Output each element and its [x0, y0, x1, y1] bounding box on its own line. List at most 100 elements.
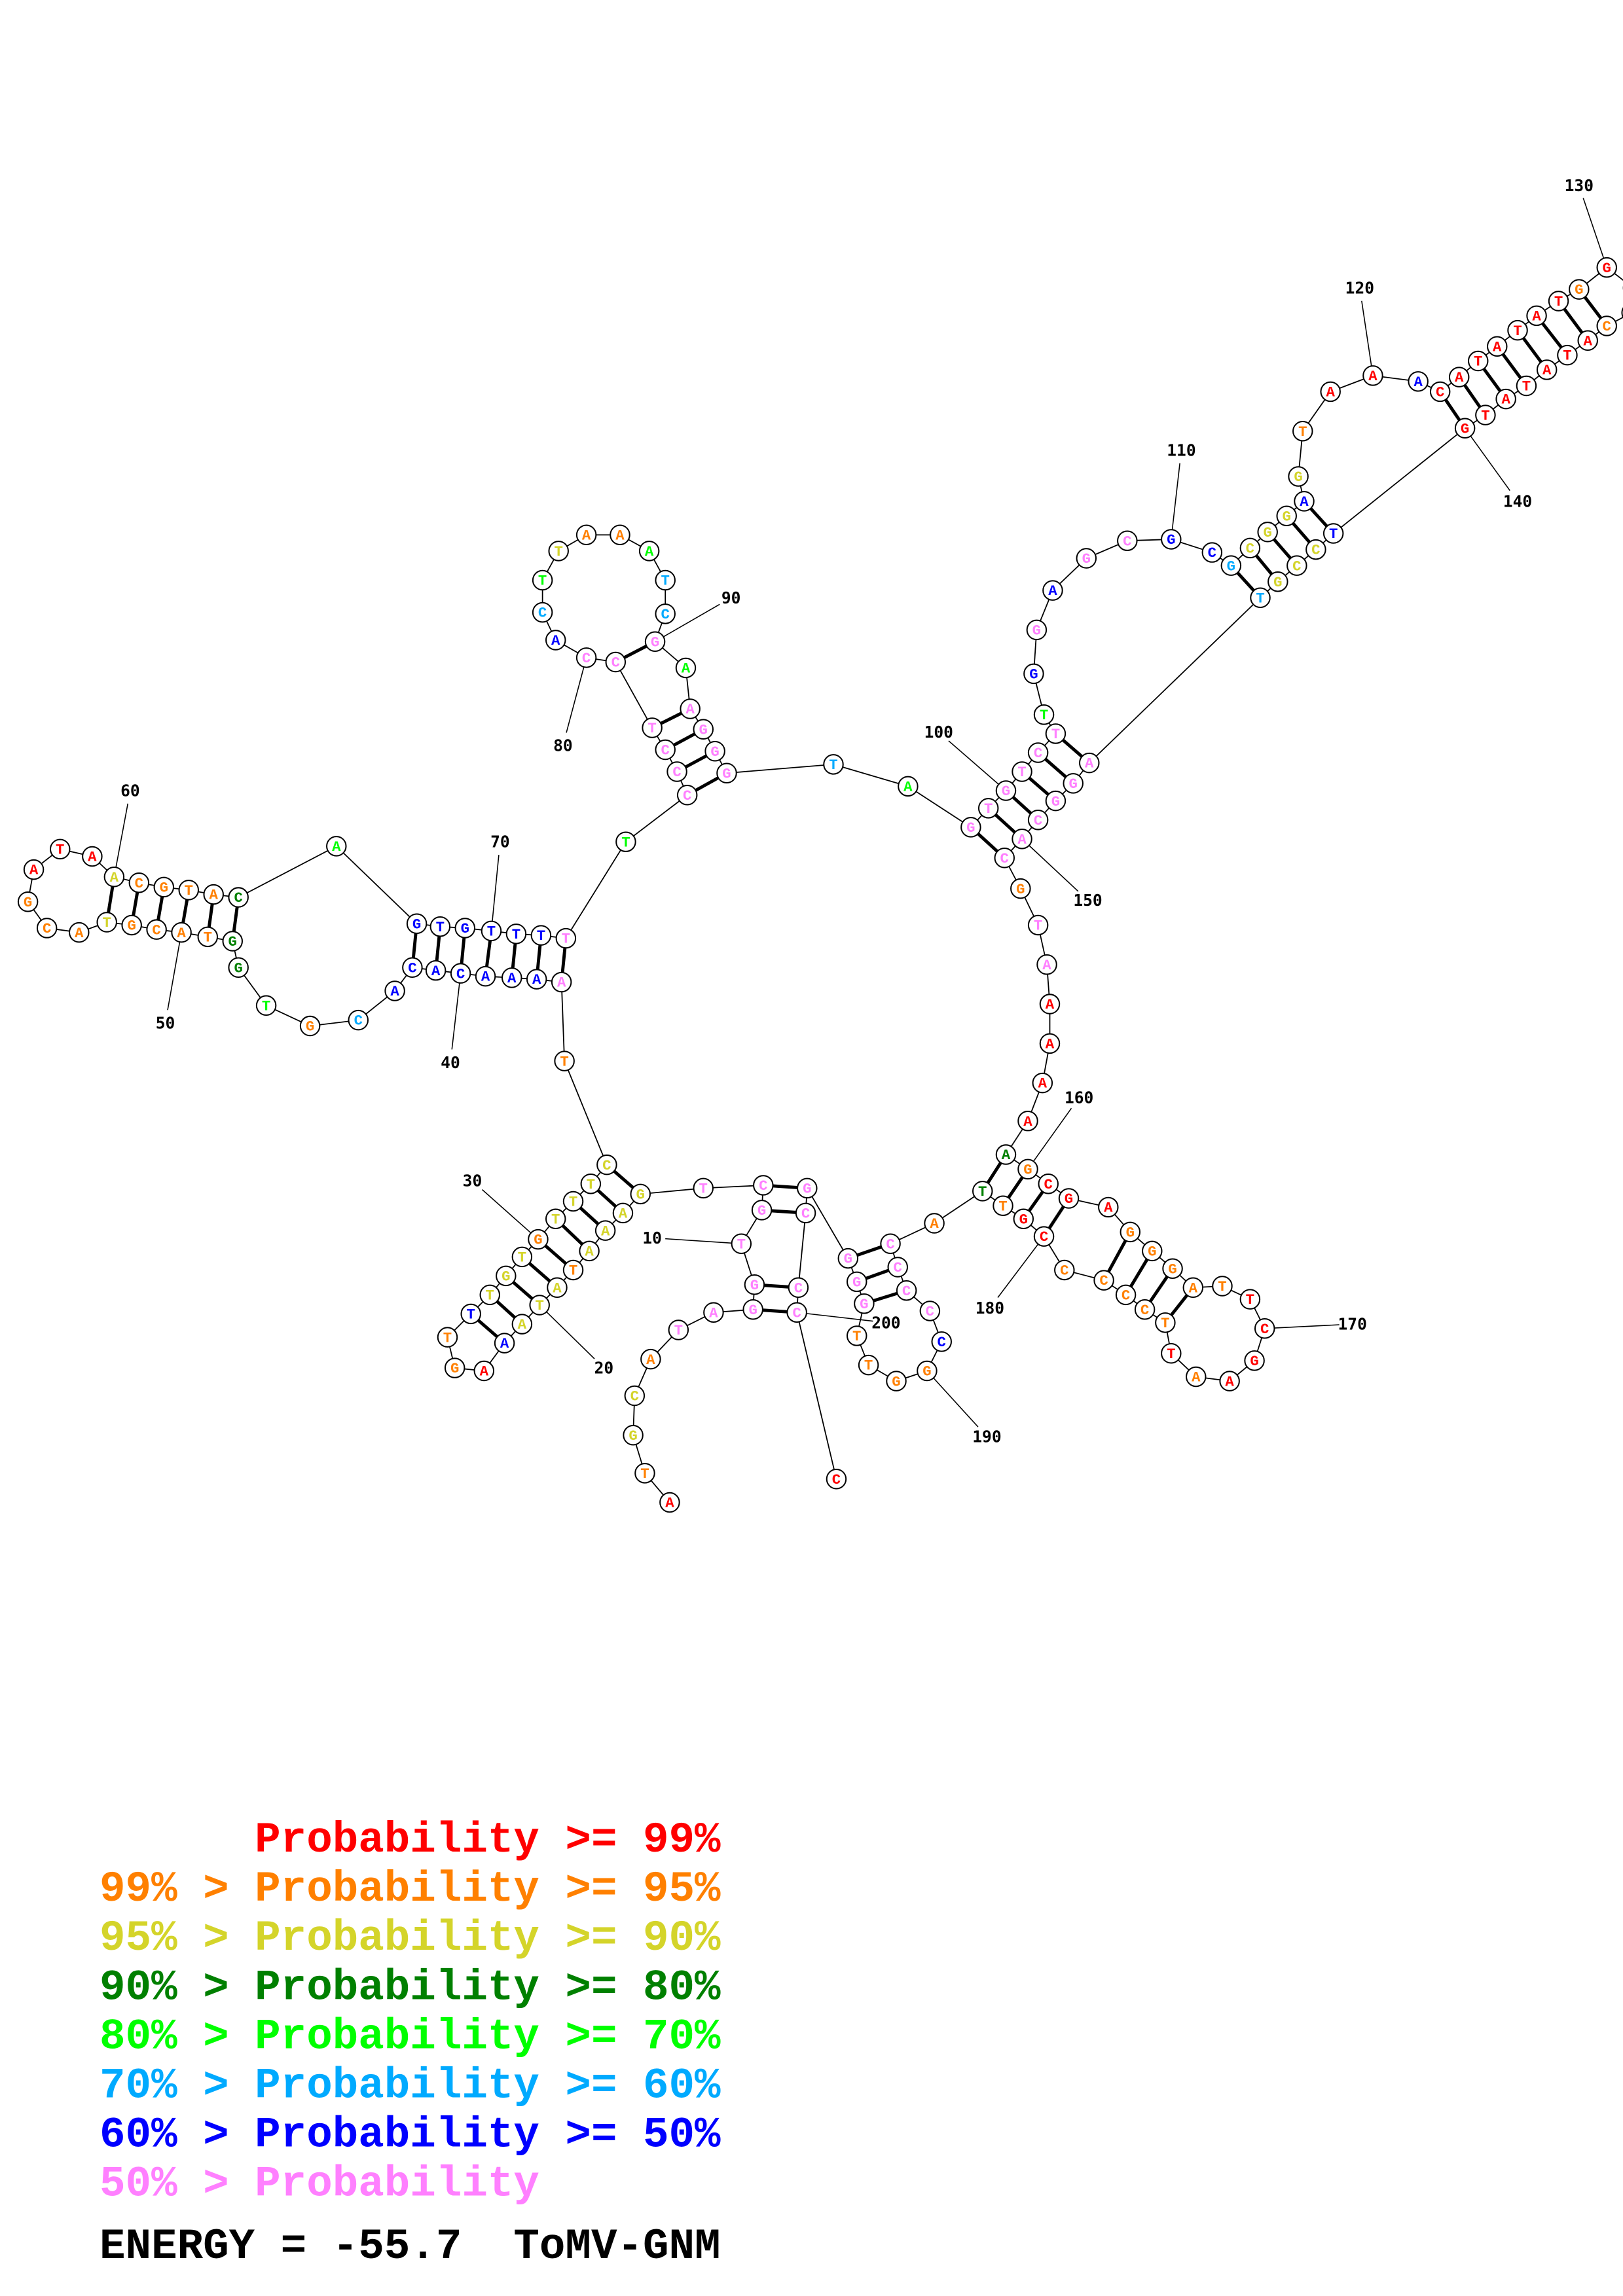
nucleotide: A	[575, 524, 597, 546]
nucleotide-circle	[880, 1233, 901, 1255]
nucleotide: C	[676, 784, 698, 806]
position-label: 70	[490, 833, 510, 852]
nucleotide-base: C	[672, 764, 681, 781]
nucleotide: T	[197, 926, 219, 948]
nucleotide-circle	[642, 717, 663, 738]
nucleotide-circle	[1013, 1208, 1034, 1230]
nucleotide-circle	[931, 1331, 952, 1352]
nucleotide-circle	[605, 651, 627, 673]
nucleotide-circle	[675, 657, 697, 679]
nucleotide-base: C	[894, 1259, 902, 1276]
nucleotide-circle	[1239, 1289, 1261, 1310]
nucleotide: A	[103, 867, 125, 888]
nucleotide-base: A	[1326, 384, 1336, 401]
nucleotide: A	[612, 1202, 634, 1224]
nucleotide-base: T	[569, 1263, 577, 1280]
nucleotide-circle	[326, 836, 347, 857]
nucleotide: C	[753, 1175, 774, 1196]
nucleotide-circle	[693, 1177, 714, 1199]
nucleotide-base: C	[938, 1334, 946, 1351]
nucleotide: A	[924, 1213, 945, 1234]
position-label: 160	[1065, 1088, 1093, 1107]
nucleotide: A	[1362, 365, 1383, 386]
nucleotide-base: T	[56, 841, 64, 858]
nucleotide-circle	[460, 1303, 481, 1325]
nucleotide: A	[82, 846, 103, 867]
nucleotide: G	[846, 1271, 867, 1293]
nucleotide: G	[1142, 1240, 1163, 1262]
position-label: 80	[553, 736, 573, 755]
nucleotide: A	[1042, 580, 1063, 601]
nucleotide-base: T	[569, 1194, 577, 1211]
nucleotide-circle	[1038, 1173, 1059, 1194]
nucleotide: G	[1026, 619, 1048, 641]
nucleotide: T	[668, 1319, 689, 1340]
nucleotide-base: T	[1563, 348, 1571, 365]
nucleotide-base: C	[886, 1236, 894, 1253]
legend-entry: 99% > Probability >= 95%	[100, 1865, 721, 1914]
nucleotide: T	[858, 1354, 879, 1376]
nucleotide-base: C	[801, 1205, 810, 1222]
nucleotide-circle	[1219, 1371, 1240, 1391]
position-tick-line	[1361, 300, 1372, 367]
nucleotide-base: C	[234, 889, 242, 906]
nucleotide-circle	[450, 963, 471, 984]
nucleotide-circle	[579, 1240, 600, 1262]
nucleotide-circle	[1026, 619, 1048, 641]
nucleotide-circle	[222, 931, 243, 952]
nucleotide-base: G	[748, 1302, 757, 1319]
nucleotide-base: C	[135, 875, 143, 892]
nucleotide-circle	[1305, 539, 1326, 560]
nucleotide-circle	[655, 569, 676, 591]
nucleotide-circle	[977, 798, 999, 819]
backbone-segment	[560, 982, 566, 1062]
nucleotide: A	[1536, 359, 1558, 380]
nucleotide-base: C	[792, 1304, 801, 1321]
nucleotide-base: A	[1104, 1200, 1113, 1217]
nucleotide: C	[1305, 539, 1326, 560]
nucleotide-base: T	[562, 931, 570, 948]
nucleotide-circle	[121, 914, 142, 936]
nucleotide-circle	[1027, 914, 1049, 936]
nucleotide: A	[473, 1360, 495, 1382]
nucleotide-circle	[886, 1371, 907, 1391]
nucleotide-base: G	[160, 880, 168, 897]
nucleotide: C	[896, 1280, 917, 1301]
nucleotide-base: T	[1040, 707, 1048, 724]
nucleotide-base: A	[709, 1304, 718, 1321]
nucleotide-base: G	[534, 1232, 542, 1249]
nucleotide-base: A	[665, 1495, 674, 1512]
nucleotide-base: G	[1168, 1261, 1176, 1278]
position-tick-line	[806, 1313, 873, 1322]
nucleotide: G	[228, 957, 249, 978]
position-tick-line	[1274, 1324, 1340, 1329]
nucleotide-base: G	[1023, 1161, 1032, 1178]
nucleotide-base: C	[354, 1013, 363, 1030]
nucleotide-circle	[624, 1385, 646, 1407]
nucleotide-circle	[197, 926, 219, 948]
nucleotide-base: A	[29, 862, 39, 879]
nucleotide-base: G	[750, 1277, 759, 1294]
nucleotide-circle	[1276, 505, 1297, 526]
nucleotide-base: T	[1246, 1291, 1254, 1308]
nucleotide: G	[121, 914, 142, 936]
nucleotide: C	[788, 1277, 809, 1298]
nucleotide-circle	[668, 1319, 689, 1340]
nucleotide-base: G	[306, 1018, 314, 1035]
nucleotide: C	[880, 1233, 901, 1255]
nucleotide: G	[17, 891, 39, 912]
nucleotide: A	[1408, 371, 1429, 392]
nucleotide-base: C	[1034, 812, 1042, 829]
nucleotide: G	[630, 1183, 651, 1205]
nucleotide-circle	[960, 817, 981, 838]
nucleotide-base: T	[443, 1329, 452, 1346]
nucleotide-circle	[1036, 954, 1057, 975]
nucleotide-circle	[532, 569, 553, 591]
nucleotide: C	[575, 647, 597, 668]
nucleotide: T	[429, 916, 451, 937]
nucleotide-base: G	[892, 1373, 900, 1390]
nucleotide-base: A	[930, 1215, 939, 1232]
nucleotide-circle	[1058, 1188, 1080, 1209]
nucleotide-base: G	[722, 765, 731, 782]
nucleotide-circle	[1516, 375, 1537, 397]
